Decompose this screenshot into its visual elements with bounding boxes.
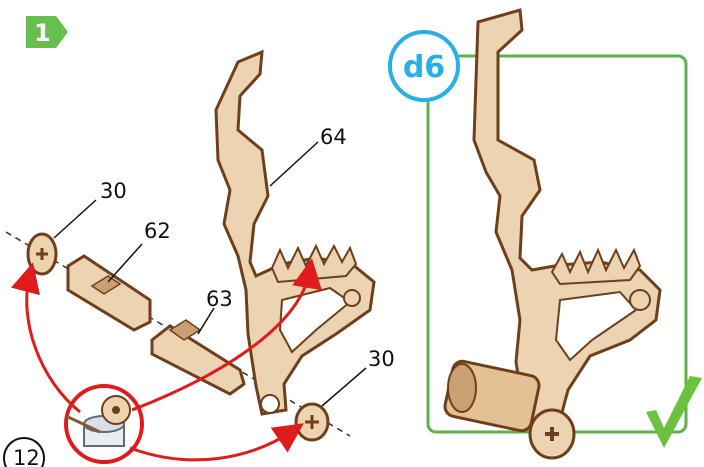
step-number: 1 [34,19,51,47]
arrow-to-part-30-right [130,430,294,460]
exploded-view: 12 30 62 63 64 30 [4,52,395,467]
step-badge: 1 [26,16,68,48]
pivot-hole [630,290,650,310]
check-icon [646,376,702,448]
leader-64 [270,142,318,186]
leader-63 [198,308,214,334]
part-30-right [296,404,328,440]
part-64-gear-teeth [272,246,356,282]
glue-pot [66,386,142,462]
leader-30-right [322,368,366,406]
label-part-62: 62 [144,219,171,243]
part-64-lever [216,52,374,414]
part-30-left [28,234,56,274]
label-part-30-left: 30 [100,179,127,203]
tool-badge-number: 12 [13,446,40,467]
leader-30-left [54,200,96,238]
roller-end [448,364,476,412]
part-63-bar [152,326,244,394]
detail-code: d6 [403,50,445,85]
label-part-63: 63 [206,287,233,311]
part-62-bar [68,256,150,330]
gear-teeth [552,250,640,284]
arrow-to-part-30-left [27,274,80,412]
assembled-lever [443,10,660,458]
tool-badge: 12 [4,438,44,467]
part-64-pivot [344,290,360,306]
lever-part [474,10,660,428]
detail-panel: d6 [390,10,702,458]
part-64-axle-hole [261,395,279,413]
label-part-64: 64 [320,125,347,149]
leader-62 [108,244,142,282]
label-part-30-right: 30 [368,347,395,371]
